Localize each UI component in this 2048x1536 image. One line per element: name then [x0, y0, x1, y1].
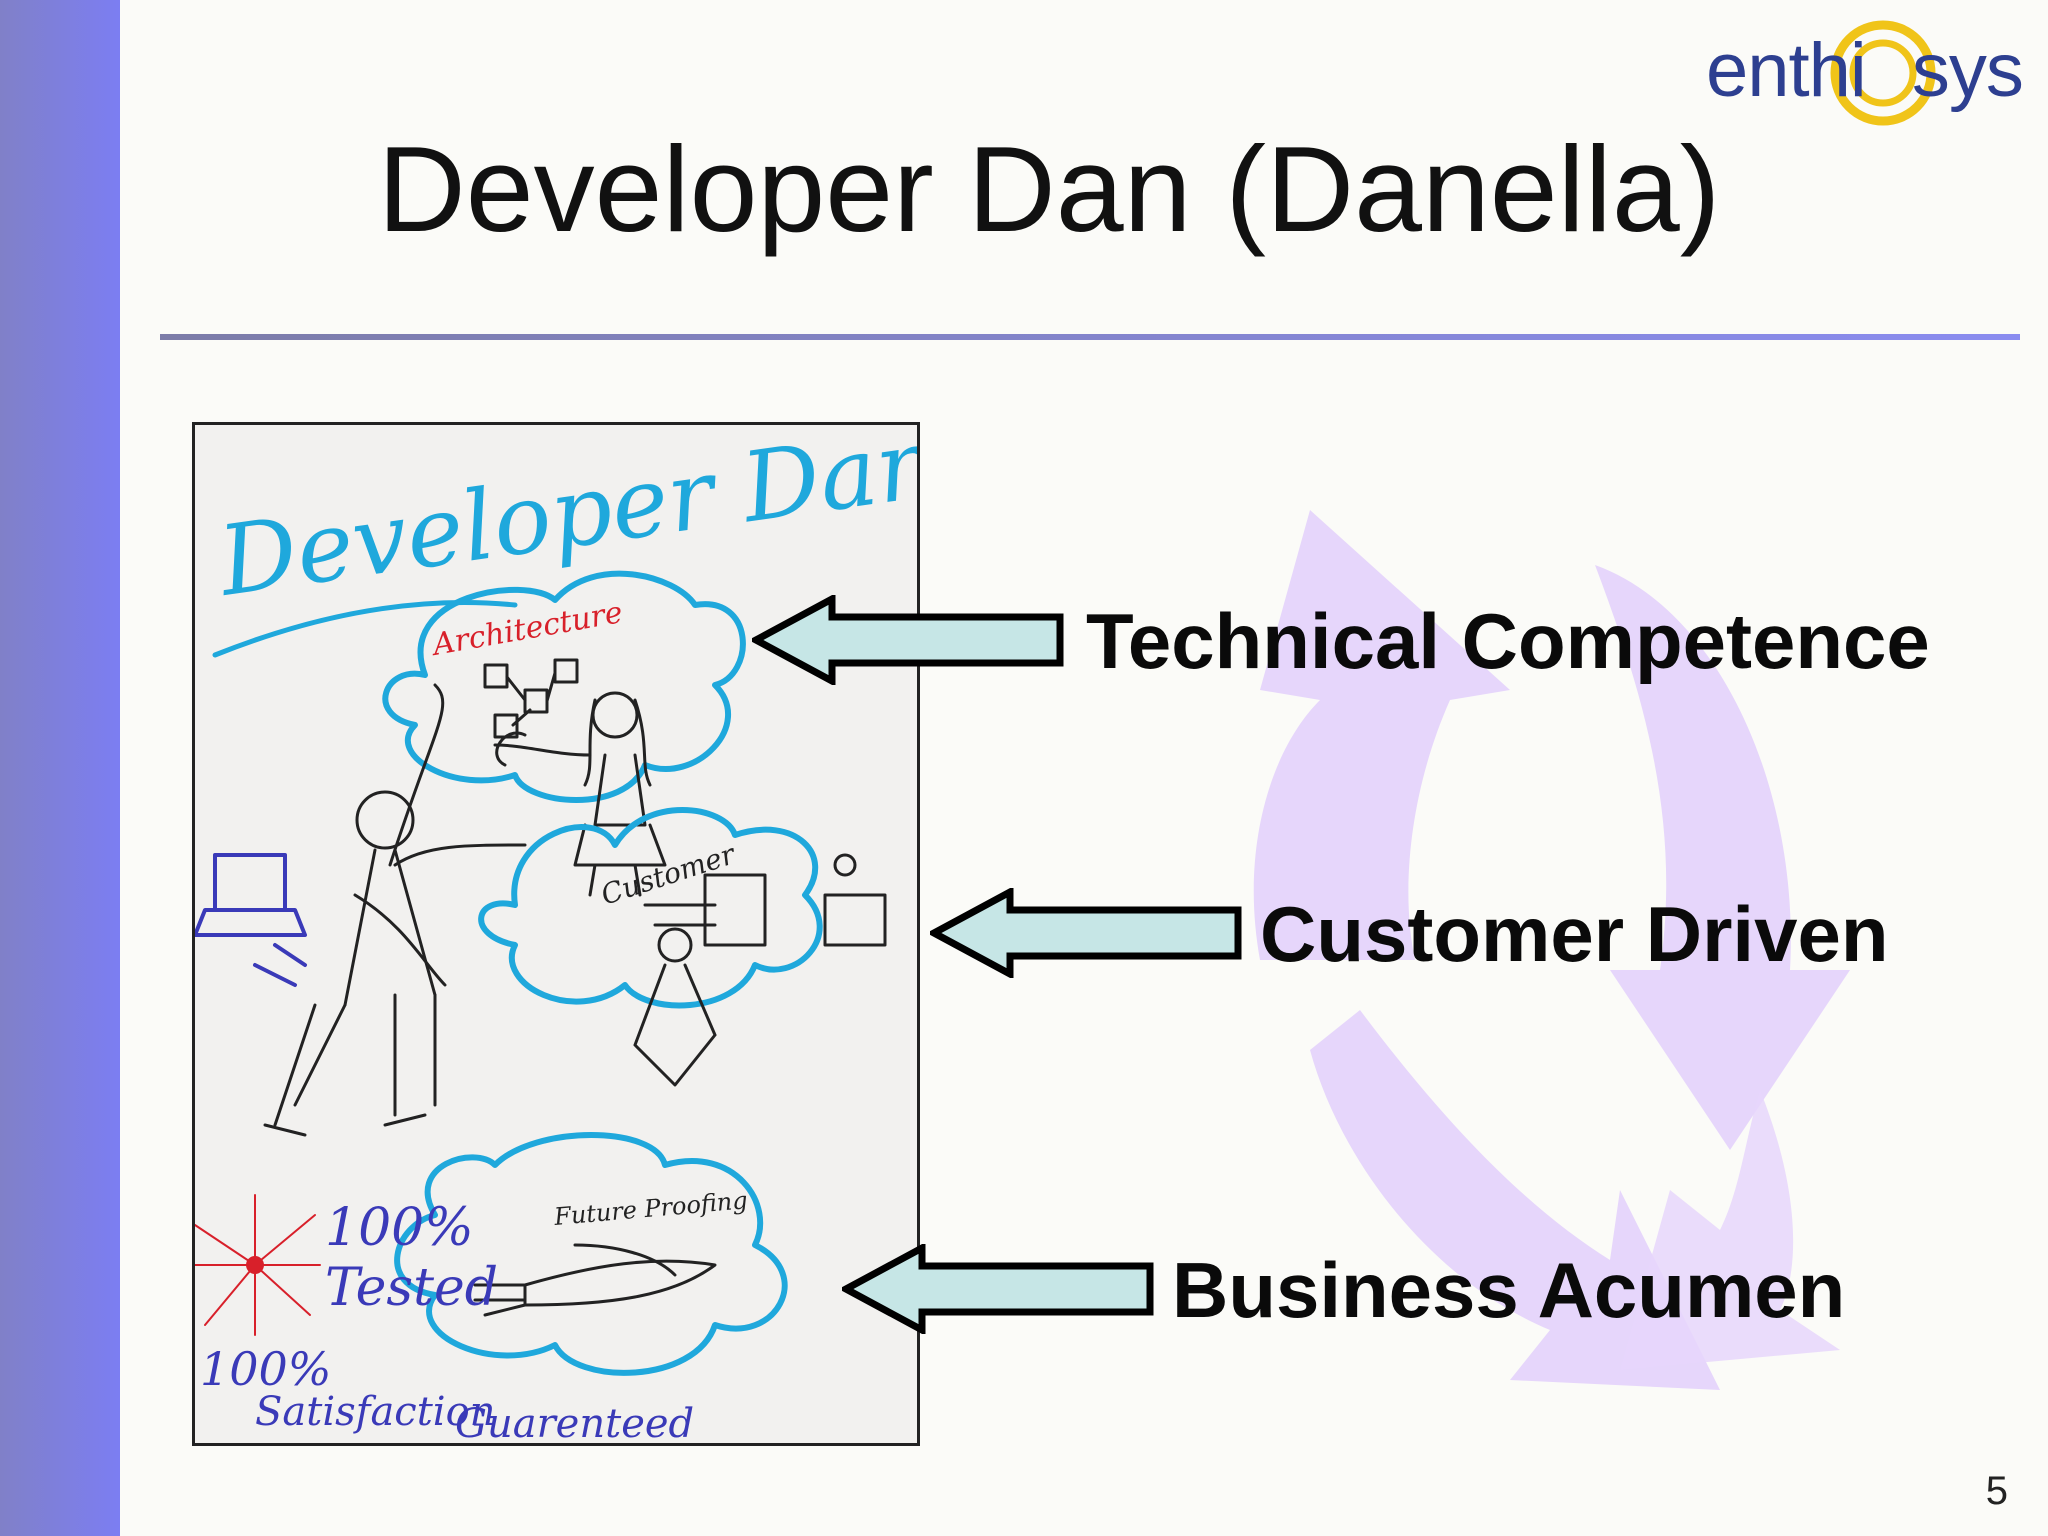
note-satisfaction-2: Satisfaction: [255, 1389, 495, 1435]
note-tested-2: Tested: [325, 1258, 498, 1318]
title-divider: [160, 334, 2020, 340]
developer-dan-sketch: Developer Dan Architecture: [192, 422, 920, 1446]
logo-rings-icon: [1830, 20, 1936, 126]
arrow-left-icon: [752, 595, 1064, 685]
cloud-bottom-label: Future Proofing: [552, 1186, 749, 1231]
arrow-left-icon: [842, 1244, 1154, 1334]
left-accent-bar: [0, 0, 120, 1536]
cycle-arrows-graphic: [1253, 510, 1850, 1390]
label-business-acumen: Business Acumen: [1172, 1246, 1846, 1334]
label-customer-driven: Customer Driven: [1260, 890, 1889, 978]
slide-number: 5: [1985, 1469, 2008, 1513]
sketch-illustration: Developer Dan Architecture: [195, 425, 917, 1443]
note-satisfaction-3: Guarenteed: [455, 1401, 694, 1443]
starburst-icon: [195, 1194, 321, 1336]
label-technical-competence: Technical Competence: [1086, 597, 1930, 685]
arrow-left-icon: [930, 888, 1242, 978]
note-satisfaction-1: 100%: [200, 1342, 332, 1396]
note-tested-1: 100%: [325, 1198, 474, 1258]
page-title: Developer Dan (Danella): [377, 121, 1721, 257]
